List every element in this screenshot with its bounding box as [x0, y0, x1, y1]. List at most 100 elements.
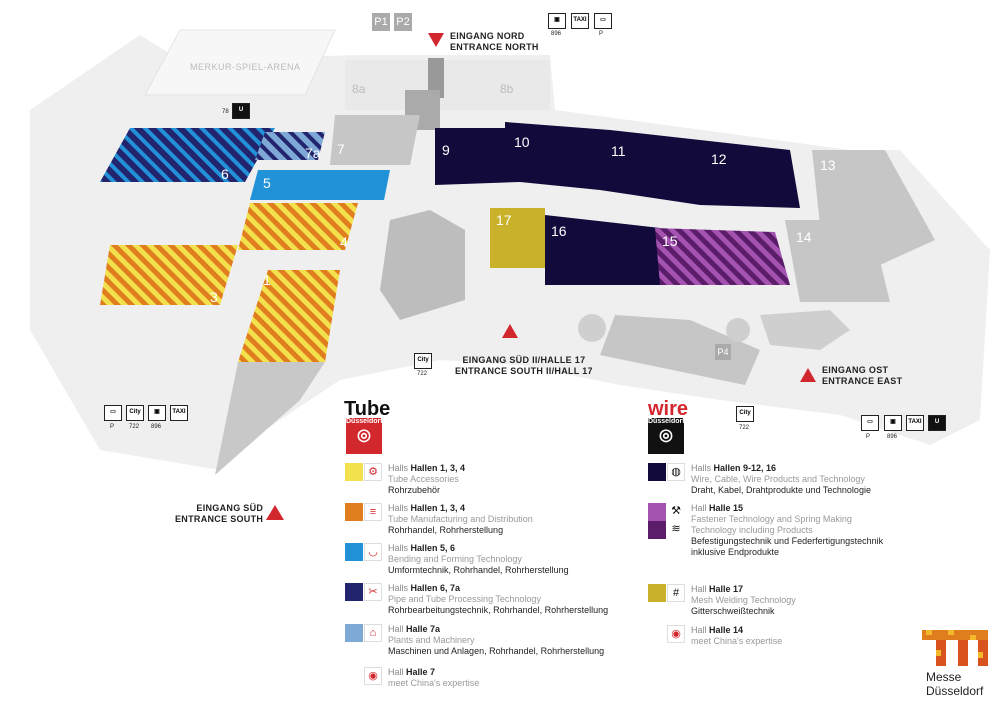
hall-1-annex — [215, 362, 325, 475]
hall-16 — [545, 215, 660, 285]
pipe-processing-icon: ✂ — [364, 583, 382, 601]
bus-number: 722 — [739, 425, 750, 431]
city-bus-icon: City — [126, 405, 144, 421]
hall-14 — [785, 220, 890, 302]
wire-coil-icon: ◍ — [667, 463, 685, 481]
taxi-icon: TAXI — [170, 405, 188, 421]
p-label: P — [110, 424, 115, 430]
messe-logo-mark — [922, 630, 988, 666]
tube-brand: Tube — [344, 398, 391, 420]
wire-brand: wire — [648, 398, 689, 420]
entrance-east-marker — [800, 368, 816, 382]
hall-3 — [100, 245, 238, 305]
bus-number: 722 — [417, 371, 428, 377]
parking-p4: P4 — [715, 344, 731, 360]
swatch-wire-navy — [648, 463, 666, 481]
bent-pipe-icon: ◡ — [364, 543, 382, 561]
bus-number: 896 — [151, 424, 162, 430]
tube-logo: Düsseldorf◎ — [346, 418, 383, 454]
china-icon: ◉ — [364, 667, 382, 685]
swatch-dark-purple — [648, 521, 666, 539]
bus-icon: ▣ — [884, 415, 902, 431]
hall-label-13: 13 — [820, 157, 836, 173]
subway-number: 78 — [222, 109, 229, 115]
bus-number: 896 — [887, 434, 898, 440]
hall-label-6: 6 — [221, 166, 229, 182]
swatch-blue — [345, 543, 363, 561]
hall-17 — [490, 208, 545, 268]
hall-label-5: 5 — [263, 175, 271, 191]
hall-4 — [238, 203, 358, 250]
hall-7a — [255, 132, 325, 160]
swatch-purple — [648, 503, 666, 521]
hall-label-9: 9 — [442, 142, 450, 158]
hall-label-4: 4 — [340, 234, 348, 250]
bus-number: 896 — [551, 31, 562, 37]
tube-bundle-icon: ≡ — [364, 503, 382, 521]
swatch-orange — [345, 503, 363, 521]
wire-logo: Düsseldorf◎ — [648, 418, 685, 454]
hall-label-3: 3 — [210, 289, 218, 305]
p4-building — [600, 315, 760, 385]
factory-icon: ⌂ — [364, 624, 382, 642]
p-label: P — [599, 31, 604, 37]
arena-label: MERKUR-SPIEL-ARENA — [190, 62, 301, 72]
hall-label-8a: 8a — [352, 82, 366, 96]
hall-6 — [100, 128, 275, 182]
swatch-navy — [345, 583, 363, 601]
entrance-south-marker — [266, 505, 284, 520]
hall-label-10: 10 — [514, 134, 530, 150]
hall-label-7: 7 — [337, 141, 345, 157]
park-ride-icon: ▭ — [861, 415, 879, 431]
bus-icon: ▣ — [148, 405, 166, 421]
taxi-icon: TAXI — [906, 415, 924, 431]
hall-label-7a: 7a — [305, 145, 321, 161]
entrance-north-marker — [428, 33, 444, 47]
hall-label-11: 11 — [611, 143, 626, 159]
bus-number: 722 — [129, 424, 140, 430]
subway-icon: U — [232, 103, 250, 119]
hall-label-16: 16 — [551, 223, 567, 239]
spring-icon: ≋ — [667, 521, 685, 539]
hall-label-17: 17 — [496, 212, 512, 228]
swatch-lightblue — [345, 624, 363, 642]
park-ride-icon: ▭ — [104, 405, 122, 421]
swatch-yellow — [345, 463, 363, 481]
bus-icon: ▣ — [548, 13, 566, 29]
mesh-icon: # — [667, 584, 685, 602]
hall-label-15: 15 — [662, 233, 678, 249]
hall-1 — [238, 270, 340, 362]
tube-accessories-icon: ⚙ — [364, 463, 382, 481]
hall-label-8b: 8b — [500, 82, 514, 96]
hall-label-14: 14 — [796, 229, 812, 245]
fastener-icon: ⚒ — [667, 503, 685, 521]
china-icon: ◉ — [667, 625, 685, 643]
city-bus-icon: City — [414, 353, 432, 369]
hall-8 — [345, 60, 550, 110]
hall-label-12: 12 — [711, 151, 727, 167]
park-ride-icon: ▭ — [594, 13, 612, 29]
p-label: P — [866, 434, 871, 440]
hall-15 — [655, 228, 790, 285]
city-bus-icon: City — [736, 406, 754, 422]
hall-5 — [250, 170, 390, 200]
taxi-icon: TAXI — [571, 13, 589, 29]
merkur-arena — [144, 29, 336, 96]
subway-icon: U — [928, 415, 946, 431]
congress-center — [380, 210, 465, 320]
hall-9-12 — [435, 122, 800, 208]
